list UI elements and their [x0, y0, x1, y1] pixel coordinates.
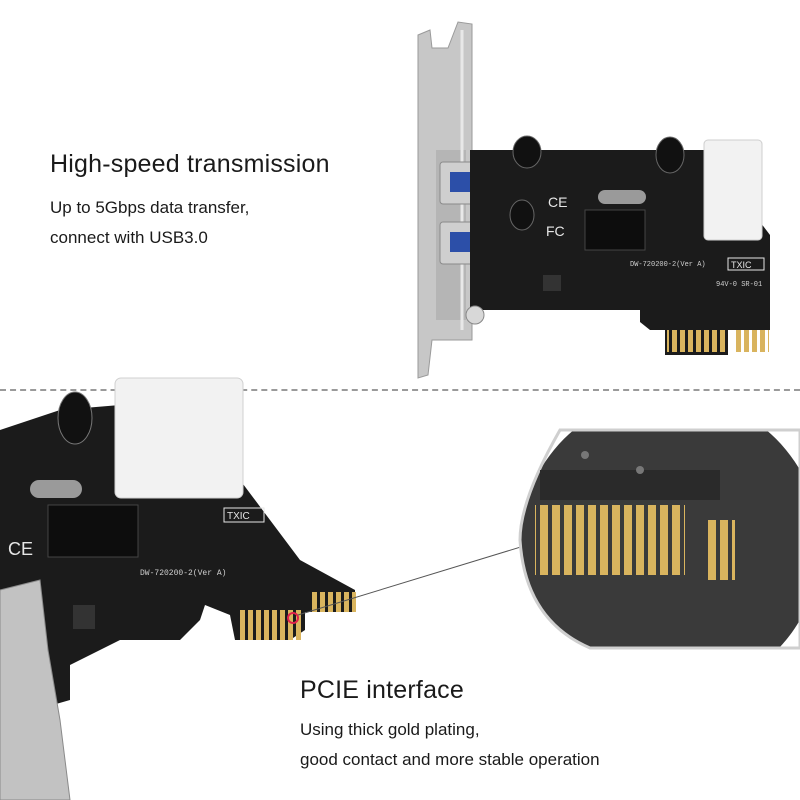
- crystal-oscillator: [30, 480, 82, 498]
- metal-bracket-bottom: [0, 579, 71, 800]
- controller-chip: [47, 504, 139, 558]
- fc-mark: FC: [546, 223, 565, 239]
- top-desc-line2: connect with USB3.0: [50, 228, 208, 247]
- ce-mark: CE: [8, 539, 33, 559]
- rating-mark: 94V-0 SR-01: [716, 281, 762, 289]
- inductor: [543, 275, 561, 291]
- capacitor-icon: [512, 135, 542, 169]
- model-mark: DW-720200-2(Ver A): [140, 569, 226, 578]
- controller-chip: [584, 209, 646, 251]
- gold-pins-bottom: [238, 610, 302, 640]
- gold-pins-top: [667, 330, 725, 352]
- capacitor-icon: [655, 136, 685, 174]
- bottom-card-image: CE TXIC DW-720200-2(Ver A): [0, 377, 561, 800]
- top-desc-line1: Up to 5Gbps data transfer,: [50, 198, 250, 217]
- zoom-detail: [518, 428, 800, 650]
- power-connector: [703, 139, 763, 241]
- top-title: High-speed transmission: [50, 150, 330, 178]
- power-connector: [114, 377, 244, 499]
- brand-mark: TXIC: [731, 260, 752, 270]
- dashed-divider: [0, 389, 800, 391]
- bottom-desc-line1: Using thick gold plating,: [300, 720, 480, 739]
- gold-pins-zoom: [535, 505, 685, 575]
- gold-pins-top: [733, 330, 769, 352]
- model-mark: DW-720200-2(Ver A): [630, 261, 706, 269]
- ce-mark: CE: [548, 194, 567, 210]
- bottom-title: PCIE interface: [300, 676, 464, 704]
- bottom-desc-line2: good contact and more stable operation: [300, 750, 600, 769]
- inductor: [73, 605, 95, 629]
- pcb-bottom: [0, 405, 355, 720]
- bracket-screw: [465, 305, 485, 325]
- capacitor-icon: [509, 199, 535, 231]
- gold-pins-zoom: [705, 520, 735, 580]
- capacitor-icon: [57, 391, 93, 445]
- brand-mark: TXIC: [227, 511, 250, 522]
- gold-pins-bottom: [310, 592, 356, 612]
- top-card-image: CE FC TXIC DW-720200-2(Ver A) 94V-0 SR-0…: [417, 21, 770, 379]
- pcb-top: [470, 150, 770, 355]
- callout-line: [297, 534, 561, 616]
- crystal-oscillator: [598, 190, 646, 204]
- highlight-ring: [287, 612, 299, 624]
